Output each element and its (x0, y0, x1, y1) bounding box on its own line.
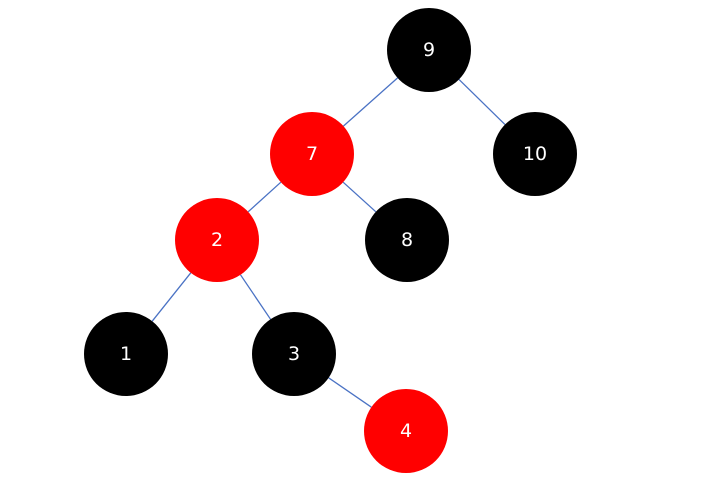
edge-n9-n7 (342, 77, 399, 127)
tree-node-7: 7 (270, 112, 354, 196)
edge-n7-n8 (342, 181, 377, 213)
node-circle-8 (365, 198, 449, 282)
node-circle-10 (493, 112, 577, 196)
node-label-9: 9 (423, 39, 435, 61)
edge-n9-n10 (458, 78, 506, 126)
node-label-2: 2 (211, 229, 223, 251)
node-label-8: 8 (401, 229, 413, 251)
edge-n2-n1 (151, 272, 192, 322)
node-circle-3 (252, 312, 336, 396)
node-circle-7 (270, 112, 354, 196)
node-label-1: 1 (120, 343, 132, 365)
node-circle-9 (387, 8, 471, 92)
node-circle-1 (84, 312, 168, 396)
edge-n2-n3 (239, 274, 272, 320)
node-label-4: 4 (400, 420, 412, 442)
tree-node-4: 4 (364, 389, 448, 473)
edge-n3-n4 (328, 377, 372, 408)
node-label-10: 10 (523, 143, 547, 165)
node-label-3: 3 (288, 343, 300, 365)
tree-node-3: 3 (252, 312, 336, 396)
node-circle-2 (175, 198, 259, 282)
tree-node-1: 1 (84, 312, 168, 396)
tree-node-10: 10 (493, 112, 577, 196)
node-circle-4 (364, 389, 448, 473)
tree-node-9: 9 (387, 8, 471, 92)
edges-layer (151, 77, 506, 408)
edge-n7-n2 (247, 181, 282, 213)
tree-node-2: 2 (175, 198, 259, 282)
node-label-7: 7 (306, 143, 318, 165)
tree-node-8: 8 (365, 198, 449, 282)
nodes-layer: 9 7 10 2 8 1 3 4 (84, 8, 577, 473)
